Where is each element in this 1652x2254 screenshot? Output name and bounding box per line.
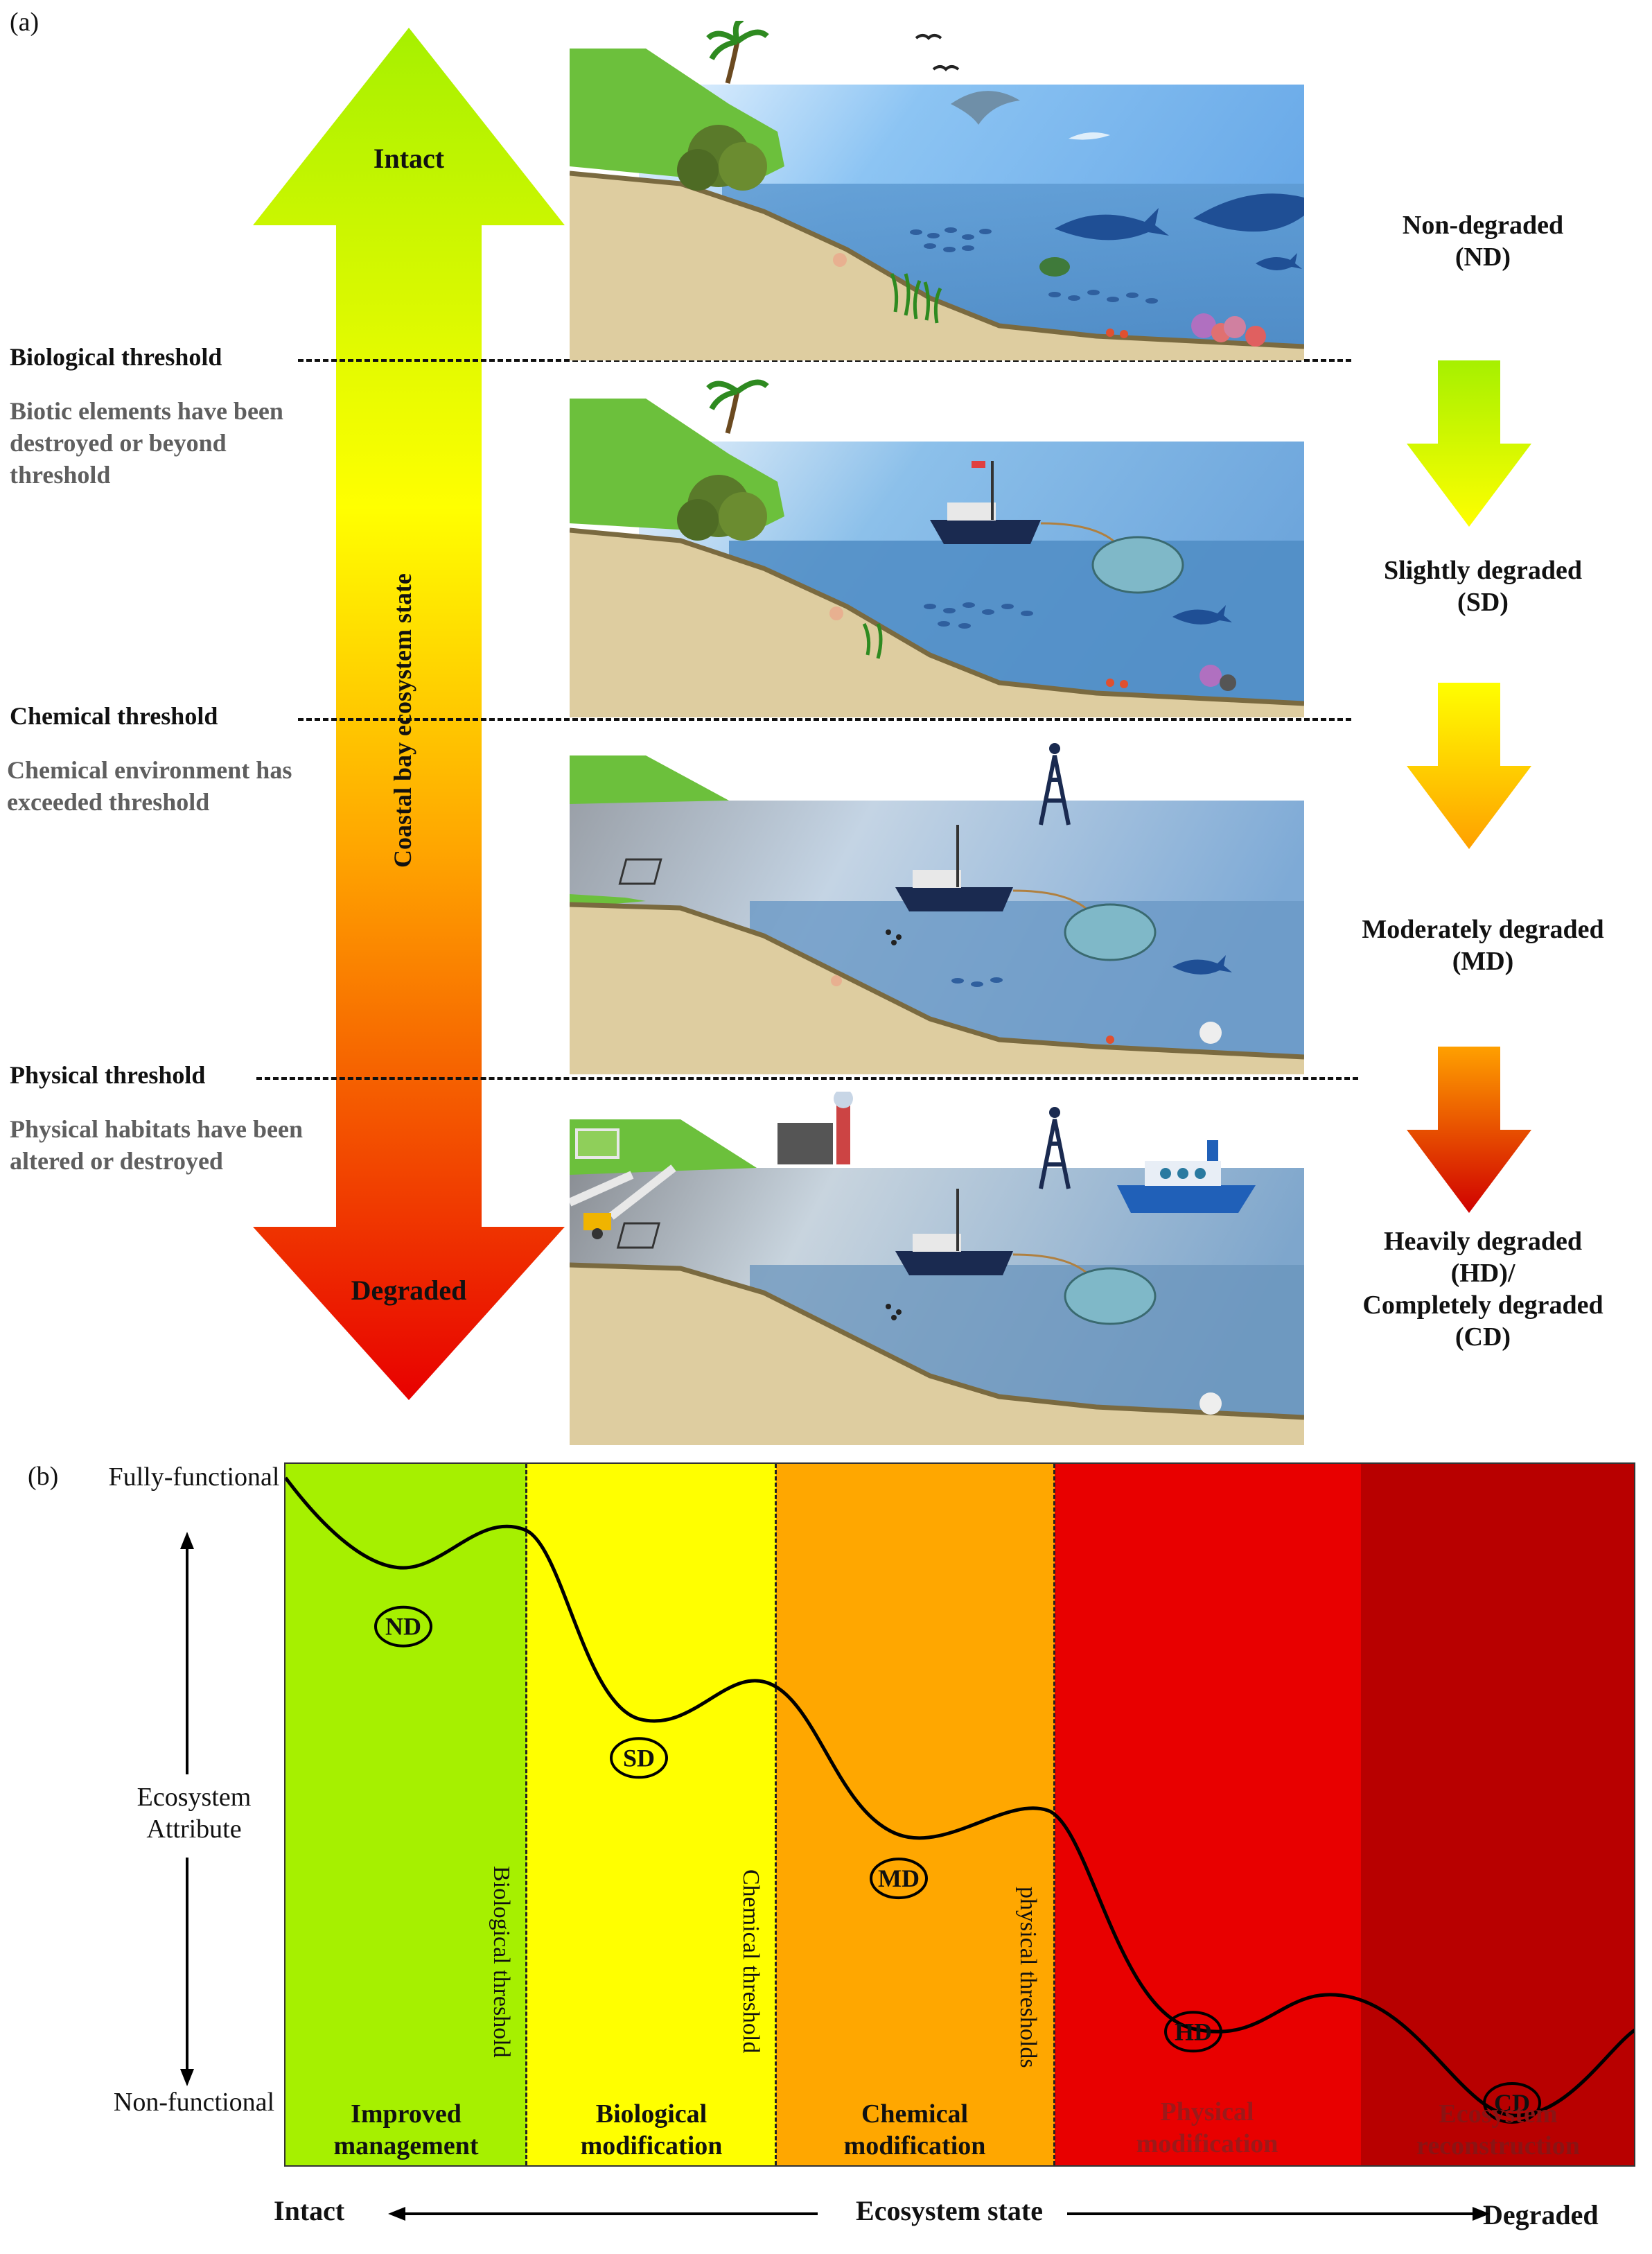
biological-threshold-desc: Biotic elements have been destroyed or b… [10, 397, 283, 489]
zone-label-chemical-modification: Chemical modification [843, 2099, 986, 2160]
state-marker-label-md: MD [878, 1864, 920, 1892]
boundary-label-biological: Biological threshold [489, 1866, 514, 2058]
y-axis-middle-label: Ecosystem Attribute [137, 1783, 252, 1844]
scene-heavily-degraded [570, 1092, 1304, 1445]
arrow-top-label: Intact [373, 143, 445, 174]
zone-ecosystem-reconstruction [1361, 1464, 1634, 2165]
state-arrow-moderate [1407, 683, 1531, 849]
state-marker-label-nd: ND [385, 1613, 421, 1641]
zone-biological-modification [527, 1464, 776, 2165]
state-marker-cd [1483, 2082, 1541, 2124]
boundary-label-physical: physical thresholds [1015, 1887, 1041, 2068]
state-arrow-heavy [1407, 1047, 1531, 1213]
biological-threshold-title: Biological threshold [10, 343, 222, 371]
y-axis-top-label: Fully-functional [108, 1462, 280, 1492]
arrow-axis-label: Coastal bay ecosystem state [389, 573, 416, 868]
chemical-threshold-desc: Chemical environment has exceeded thresh… [7, 756, 292, 816]
scene-moderately-degraded [570, 735, 1304, 1074]
physical-threshold-desc: Physical habitats have been altered or d… [10, 1115, 304, 1175]
panel-a-label: (a) [10, 8, 39, 37]
attribute-curve: ND SD MD HD CD [285, 1476, 1634, 2124]
zone-label-improved-management: Improved management [333, 2099, 479, 2160]
state-marker-hd [1164, 2011, 1222, 2053]
zone-label-ecosystem-reconstruction: Ecosystem reconstruction [1416, 2099, 1580, 2160]
state-marker-label-hd: HD [1175, 2018, 1212, 2045]
state-marker-md [870, 1858, 928, 1900]
state-heavily-degraded: Heavily degraded(HD)/ Completely degrade… [1362, 1227, 1603, 1352]
state-marker-label-sd: SD [623, 1744, 655, 1772]
scene-non-degraded [570, 21, 1304, 360]
panel-b-label: (b) [28, 1462, 59, 1491]
x-axis-arrow [388, 2207, 1490, 2221]
x-axis-middle-label: Ecosystem state [856, 2195, 1043, 2226]
y-axis-arrow [180, 1532, 194, 2086]
zone-chemical-modification [776, 1464, 1055, 2165]
chemical-threshold-line [298, 718, 1351, 721]
boundary-biological [525, 1464, 527, 2165]
boundary-label-chemical: Chemical threshold [738, 1869, 764, 2054]
degradation-chart: Biological threshold Chemical threshold … [284, 1462, 1635, 2167]
x-axis-right-label: Degraded [1483, 2199, 1599, 2230]
zone-improved-management [285, 1464, 527, 2165]
physical-threshold-line [256, 1077, 1358, 1080]
x-axis-left-label: Intact [274, 2195, 345, 2226]
arrow-bottom-label: Degraded [351, 1275, 467, 1306]
state-arrow-slight [1407, 360, 1531, 527]
y-axis-bottom-label: Non-functional [113, 2088, 275, 2117]
chemical-threshold-title: Chemical threshold [10, 702, 218, 730]
state-slightly-degraded: Slightly degraded(SD) [1383, 556, 1583, 617]
state-marker-nd [374, 1605, 432, 1648]
ecosystem-state-arrow [253, 28, 565, 1400]
state-marker-sd [610, 1737, 668, 1779]
boundary-chemical [775, 1464, 777, 2165]
biological-threshold-line [298, 359, 1351, 362]
physical-threshold-title: Physical threshold [10, 1061, 206, 1089]
state-non-degraded: Non-degraded(ND) [1402, 211, 1564, 272]
zone-label-biological-modification: Biological modification [580, 2099, 723, 2160]
state-marker-label-cd: CD [1494, 2089, 1530, 2117]
state-moderately-degraded: Moderately degraded(MD) [1362, 915, 1604, 976]
scene-slightly-degraded [570, 378, 1304, 717]
zone-label-physical-modification: Physical modification [1136, 2097, 1278, 2158]
